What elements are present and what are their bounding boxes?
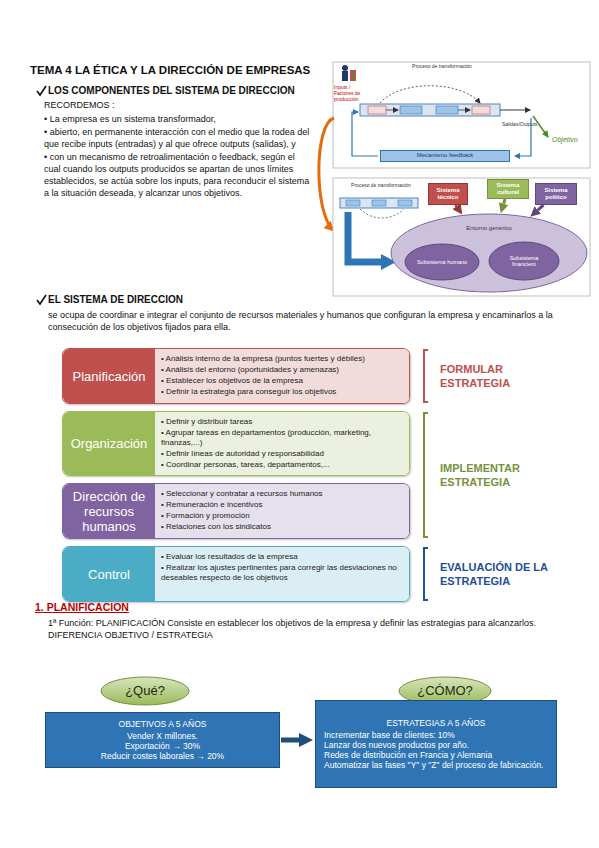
check-mark (37, 295, 46, 304)
bracket (424, 548, 428, 600)
node-text: Automatizar las fases "Y" y "Z" del proc… (324, 760, 548, 770)
connector-arrow (538, 205, 544, 210)
bracket-label: EVALUACIÓN DE LA ESTRATEGIA (440, 560, 570, 589)
objectives-box: OBJETIVOS A 5 AÑOS Vender X millones.Expo… (45, 712, 280, 768)
node-text: • Establecer los objetivos de la empresa (161, 376, 403, 386)
figure-label: Proceso de transformación (392, 63, 492, 69)
bracket-label: FORMULAR ESTRATEGIA (440, 362, 570, 391)
node-text: • Análisis interno de la empresa (puntos… (161, 354, 403, 364)
strategies-box: ESTRATEGIAS A 5 AÑOS Incrementar base de … (315, 700, 557, 788)
node-text: • Remuneración e incentivos (161, 500, 403, 510)
node-text: • Relaciones con los sindicatos (161, 522, 403, 532)
feedback-bar: Mecanismo feedback (380, 150, 510, 162)
environment-ellipse: Entorno genéricoSubsistema humano Subsist… (390, 213, 588, 293)
function-band: Dirección de recursos humanos • Seleccion… (62, 483, 410, 539)
band-heading: Planificación (63, 349, 155, 403)
node-text: Subsistema financiero (497, 255, 551, 268)
node-text: Exportación → 30% (54, 741, 271, 751)
node-text: Entorno genérico (466, 225, 512, 232)
figure-label: Proceso de transformación (339, 182, 423, 188)
section-heading: LOS COMPONENTES DEL SISTEMA DE DIRECCION (48, 85, 338, 96)
node-text: Mecanismo feedback (384, 152, 506, 159)
band-body: • Definir y distribuir tareas• Agrupar t… (155, 412, 409, 475)
node-text: • Definir y distribuir tareas (161, 417, 403, 427)
node-text: Subsistema humano (417, 259, 467, 265)
bracket (424, 350, 428, 402)
band-heading: Organización (63, 412, 155, 475)
node-text: • Realizar los ajustes pertinentes para … (161, 563, 403, 583)
bracket (424, 413, 428, 537)
function-band: Organización• Definir y distribuir tarea… (62, 411, 410, 476)
node-text: OBJETIVOS A 5 AÑOS (54, 719, 271, 729)
system-picture (333, 62, 590, 168)
node-text: ESTRATEGIAS A 5 AÑOS (324, 718, 548, 728)
subsystem-ellipse: Subsistema financiero (488, 241, 560, 281)
section-heading: 1. PLANIFICACION (35, 601, 335, 613)
system-box: Sistema técnico (428, 183, 468, 205)
function-band: Control• Evaluar los resultados de la em… (62, 546, 410, 602)
bullet-text: • La empresa es un sistema transformador… (44, 113, 312, 125)
node-text: • Coordinar personas, tareas, departamen… (161, 460, 403, 470)
bullet-text: • con un mecanismo de retroalimentación … (44, 151, 312, 200)
bullet-text: • abierto, en permanente interacción con… (44, 126, 312, 150)
section-heading: EL SISTEMA DE DIRECCION (48, 294, 348, 305)
node-text: Sistema técnico (431, 187, 465, 201)
system-box: Sistema político (535, 183, 577, 205)
node-text: Lanzar dos nuevos productos por año. (324, 740, 548, 750)
body-text: se ocupa de coordinar e integrar el conj… (48, 309, 588, 333)
node-text: • Definir líneas de autoridad y responsa… (161, 449, 403, 459)
node-text: • Análisis del entorno (oportunidades y … (161, 365, 403, 375)
system-picture (333, 178, 590, 296)
band-heading: Control (63, 547, 155, 601)
bracket-label: IMPLEMENTAR ESTRATEGIA (440, 461, 570, 490)
node-text: ¿Qué? (125, 684, 165, 699)
check-mark (37, 86, 46, 95)
node-text: Sistema político (538, 187, 574, 201)
note-heading: RECORDEMOS : (44, 99, 312, 111)
node-text: Incrementar base de clientes: 10% (324, 730, 548, 740)
body-text: 1ª Función: PLANIFICACIÓN Consiste en es… (48, 617, 588, 641)
node-text: • Definir la estrategia para conseguir l… (161, 387, 403, 397)
node-text: Vender X millones. (54, 731, 271, 741)
function-band: Planificación • Análisis interno de la em… (62, 348, 410, 404)
node-text: • Formación y promoción (161, 511, 403, 521)
connector-arrow (454, 205, 458, 206)
figure-label: Salidas/Outputs (502, 121, 552, 127)
band-body: • Evaluar los resultados de la empresa• … (155, 547, 409, 601)
figure-label: Objetivo (552, 136, 588, 143)
connector-arrow (504, 199, 505, 204)
question-oval: ¿Qué? (100, 676, 190, 706)
subsystem-ellipse: Subsistema humano (404, 243, 480, 281)
node-text: Reducir costes laborales → 20% (54, 751, 271, 761)
node-text: • Agrupar tareas en departamentos (produ… (161, 428, 403, 448)
band-body: • Análisis interno de la empresa (puntos… (155, 349, 409, 403)
node-text: ¿CÓMO? (417, 684, 473, 699)
band-body: • Seleccionar y contratar a recursos hum… (155, 484, 409, 538)
curved-arrow (319, 118, 334, 230)
band-heading: Dirección de recursos humanos (63, 484, 155, 538)
node-text: • Evaluar los resultados de la empresa (161, 552, 403, 562)
connector-arrow (281, 738, 299, 743)
system-box: Sistema cultural (487, 179, 529, 199)
figure-label: Inputs / Factores de producción (334, 84, 364, 102)
node-text: Redes de distribución en Francia y Alema… (324, 750, 548, 760)
node-text: Sistema cultural (490, 182, 526, 196)
node-text: • Seleccionar y contratar a recursos hum… (161, 489, 403, 499)
page-title: TEMA 4 LA ÉTICA Y LA DIRECCIÓN DE EMPRES… (30, 64, 310, 76)
